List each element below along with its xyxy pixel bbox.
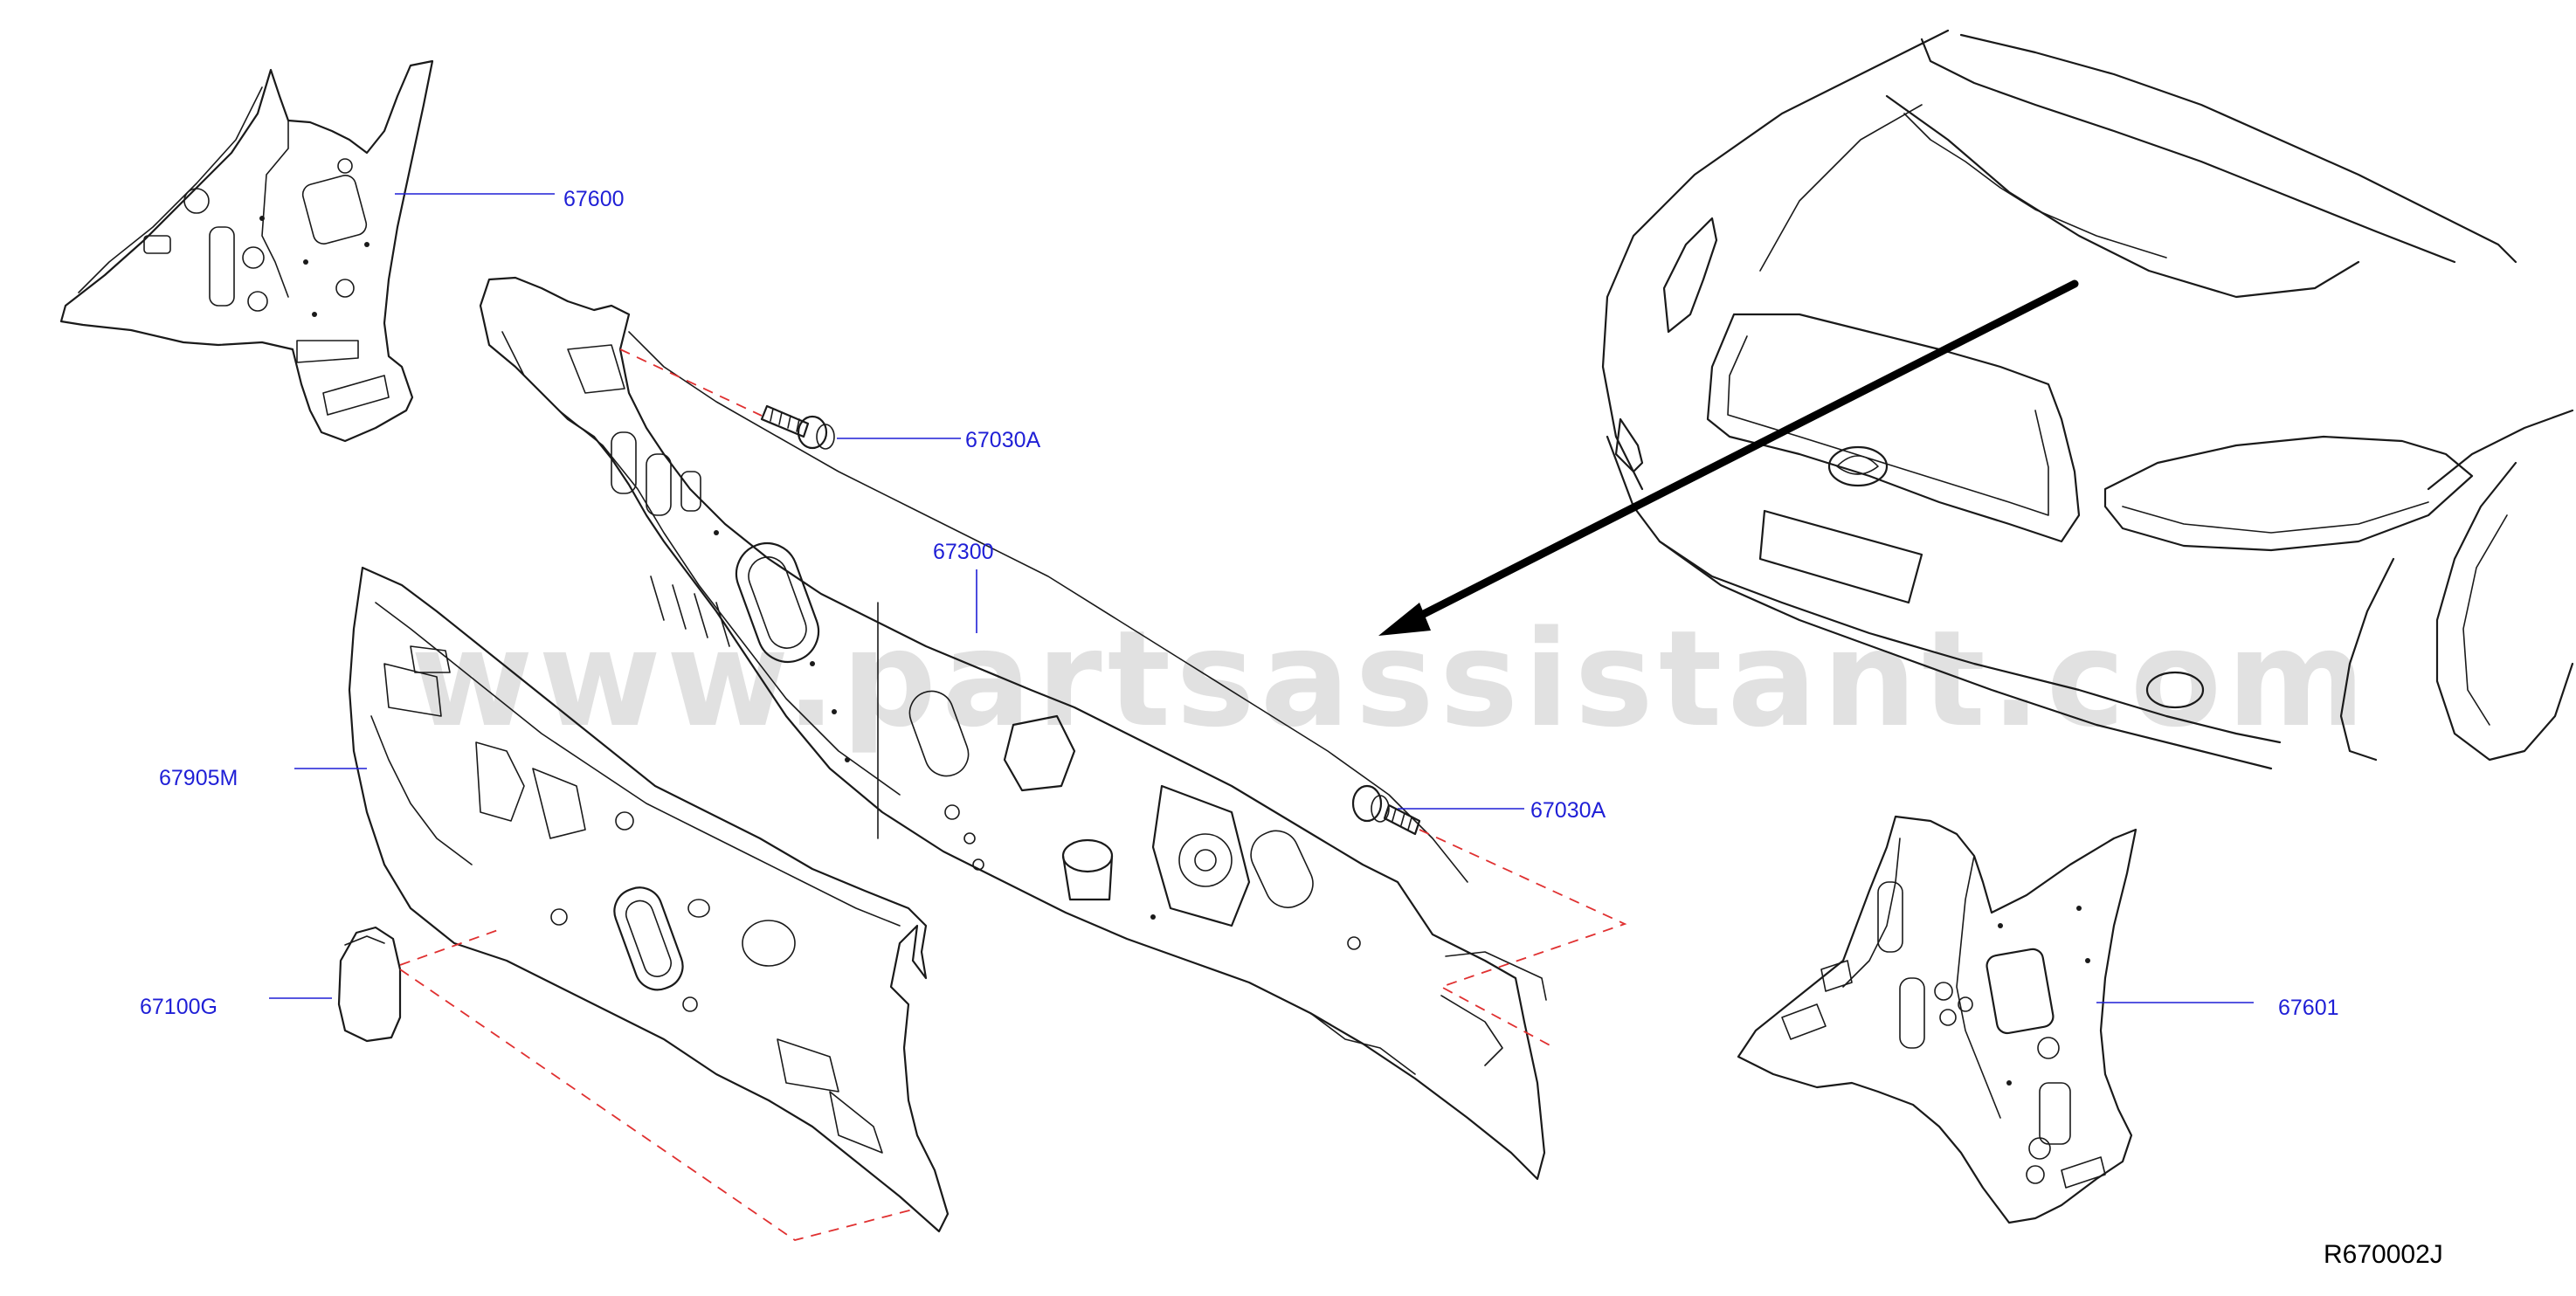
part-67300-drawing (479, 276, 1547, 1181)
label-67300[interactable]: 67300 (933, 540, 994, 564)
label-67601[interactable]: 67601 (2278, 996, 2339, 1020)
label-67905M[interactable]: 67905M (159, 766, 238, 790)
label-67030A-lower[interactable]: 67030A (1530, 798, 1606, 823)
label-67600[interactable]: 67600 (563, 187, 625, 211)
direction-arrowhead-icon (1378, 603, 1431, 636)
diagram-reference-code: R670002J (2324, 1240, 2443, 1269)
label-67100G[interactable]: 67100G (140, 995, 218, 1019)
part-67905M-drawing (348, 566, 950, 1233)
dashed-guide-lower-bolt (1419, 829, 1627, 1049)
direction-arrow-line (1411, 279, 2079, 623)
watermark-text: www.partsassistant.com (411, 602, 2371, 756)
label-67030A-upper[interactable]: 67030A (965, 428, 1041, 452)
part-67600-drawing (59, 59, 434, 443)
dashed-guide-upper-bolt (619, 348, 763, 417)
part-67601-drawing (1737, 815, 2137, 1224)
part-67100G-drawing (337, 926, 402, 1043)
bolt-67030A-lower-drawing (1351, 784, 1421, 836)
vehicle-front-illustration (1601, 29, 2574, 770)
dashed-guide-pad (399, 929, 914, 1241)
bolt-67030A-upper-drawing (760, 404, 835, 450)
